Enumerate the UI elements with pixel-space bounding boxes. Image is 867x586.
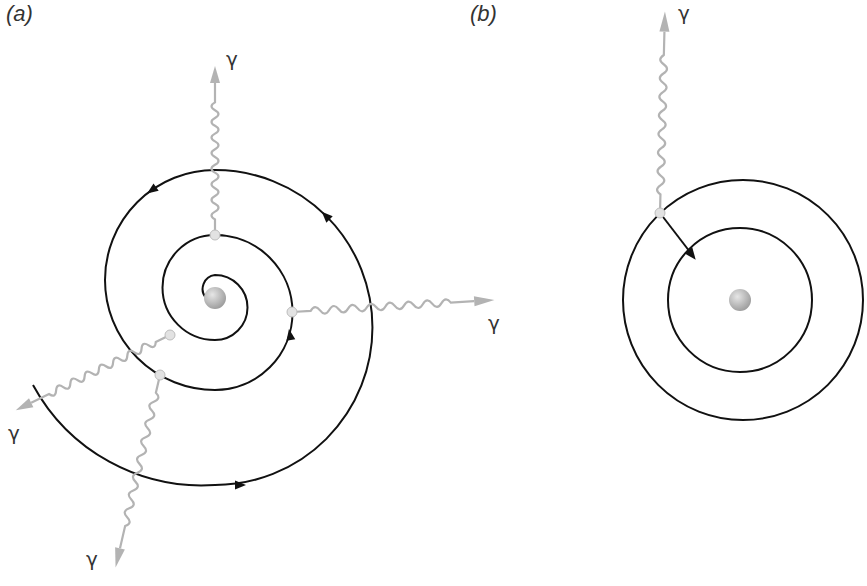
- transition-arrow: [660, 213, 690, 252]
- nucleus: [204, 287, 226, 309]
- orbit-arrow: [235, 481, 246, 490]
- emission-dot: [287, 307, 297, 317]
- photon-symbol: γ: [488, 312, 500, 334]
- orbit-arrow: [145, 183, 159, 197]
- photon-symbol: γ: [678, 2, 690, 24]
- spiral-orbit: [33, 170, 372, 485]
- photon-wave: [292, 295, 495, 317]
- orbit-arrow: [319, 209, 333, 223]
- photon-wave: [14, 331, 173, 415]
- nucleus: [729, 289, 751, 311]
- photon-wave: [210, 66, 220, 235]
- emission-dot: [655, 208, 665, 218]
- panel-letter: (a): [6, 2, 33, 26]
- emission-dot: [165, 330, 175, 340]
- emission-dot: [155, 370, 165, 380]
- outer-orbit: [623, 180, 863, 420]
- panel-letter: (b): [470, 2, 497, 26]
- photon-wave: [111, 374, 165, 569]
- inner-orbit: [668, 228, 812, 372]
- emission-dot: [210, 230, 220, 240]
- photon-symbol: γ: [226, 48, 238, 70]
- orbit-arrow: [285, 328, 296, 340]
- photon-symbol: γ: [8, 422, 20, 444]
- photon-symbol: γ: [86, 548, 98, 570]
- transition-arrow: [684, 247, 699, 263]
- photon-wave: [655, 11, 670, 213]
